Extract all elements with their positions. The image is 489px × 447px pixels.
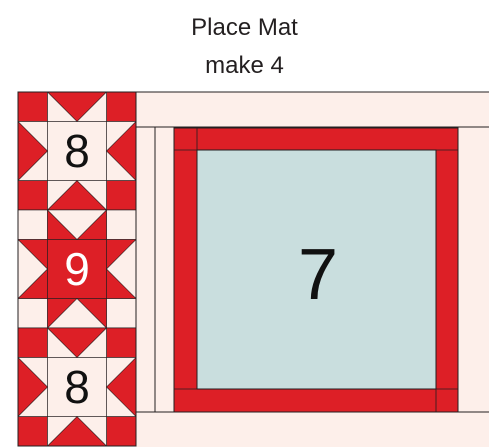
corner-square [18,417,48,447]
corner-square [18,92,48,122]
corner-square [18,299,48,329]
corner-square [18,328,48,358]
star-block-label: 8 [64,361,90,413]
corner-square [107,181,137,211]
star-block-column: 8 9 8 [18,92,136,446]
corner-square [107,92,137,122]
corner-square [18,181,48,211]
corner-square [107,299,137,329]
corner-square [107,328,137,358]
star-block-middle: 9 [18,210,136,328]
corner-square [107,417,137,447]
star-block-label: 9 [64,243,90,295]
corner-square [107,210,137,240]
center-panel-label: 7 [298,235,338,315]
star-block-label: 8 [64,125,90,177]
star-block-bottom: 8 [18,328,136,446]
corner-square [18,210,48,240]
star-block-top: 8 [18,92,136,210]
